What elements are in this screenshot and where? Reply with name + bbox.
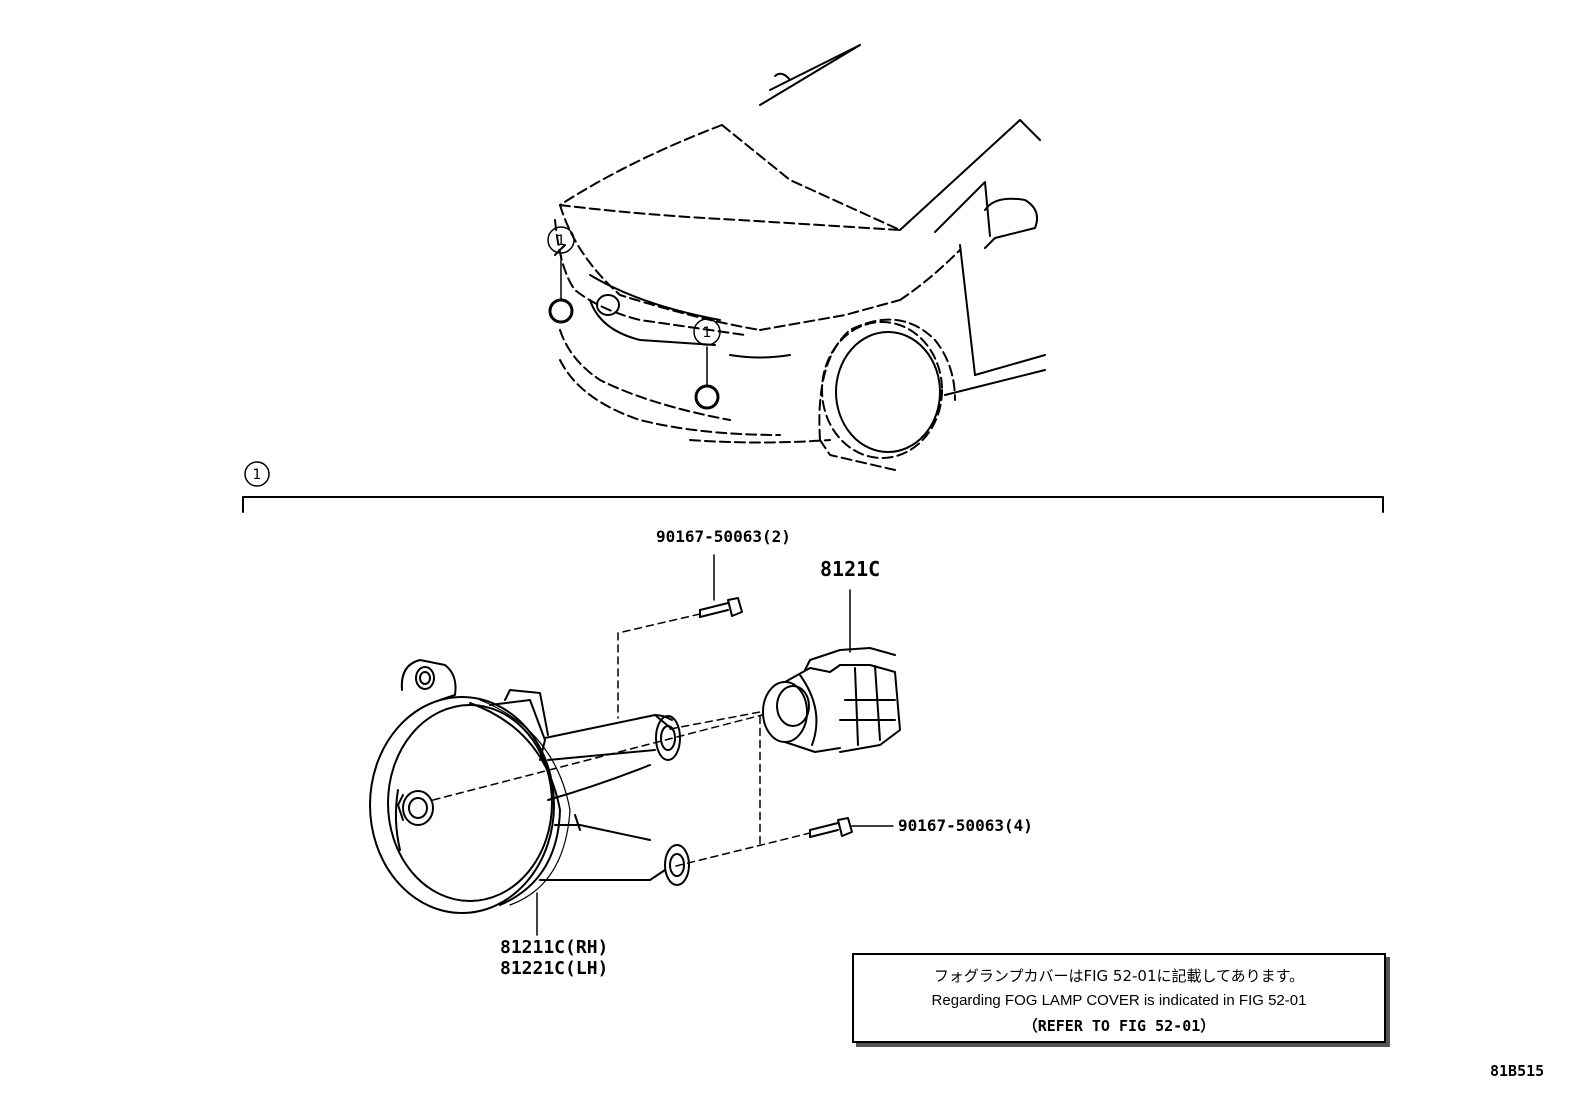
assembly-lines: [432, 613, 811, 867]
label-bolt-bottom: 90167-50063(4): [898, 816, 1033, 835]
bolt-top-part: [699, 597, 743, 618]
section-callout-number: 1: [253, 467, 262, 483]
figure-code: 81B515: [1490, 1062, 1545, 1080]
label-lamp-lh: 81221C(LH): [500, 958, 608, 979]
label-bolt-top: 90167-50063(2): [656, 527, 791, 546]
car-overview: [548, 44, 1046, 471]
label-lamp-rh: 81211C(RH): [500, 937, 608, 958]
bulb-part: [762, 647, 901, 753]
callout-number-right: 1: [703, 325, 712, 341]
bolt-bottom-part: [809, 817, 853, 838]
section-bracket: [242, 461, 1384, 513]
reference-note: フォグランプカバーはFIG 52-01に記載してあります。 Regarding …: [852, 953, 1386, 1043]
note-refer: （REFER TO FIG 52-01）: [1022, 1017, 1216, 1035]
label-bulb: 8121C: [820, 557, 880, 581]
leader-lines: [536, 554, 894, 936]
callout-marker-left: [547, 226, 575, 254]
fog-lamp-assembly: [369, 659, 690, 914]
callout-number-left: 1: [557, 233, 566, 249]
callout-marker-right: [693, 318, 721, 346]
note-japanese: フォグランプカバーはFIG 52-01に記載してあります。: [933, 967, 1305, 985]
note-english: Regarding FOG LAMP COVER is indicated in…: [931, 992, 1307, 1009]
